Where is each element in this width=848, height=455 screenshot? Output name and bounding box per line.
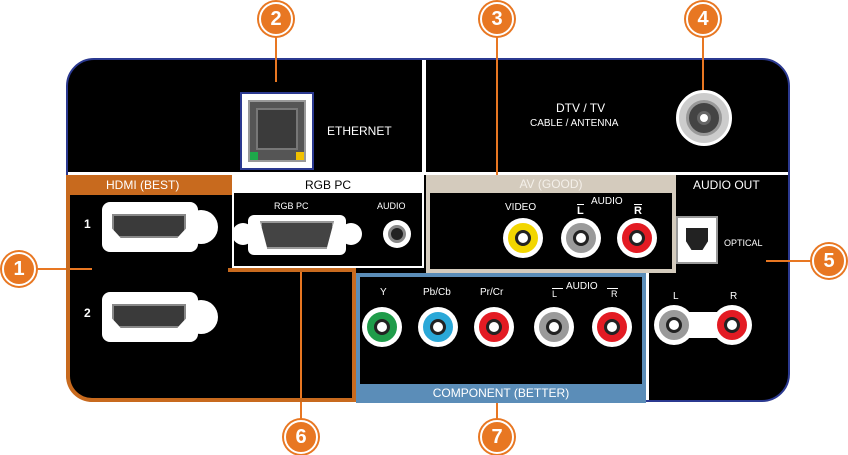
callout-line-3 (496, 32, 498, 180)
rca-jack-icon[interactable] (362, 307, 402, 347)
rgb-audio-label: AUDIO (377, 201, 406, 211)
vga-port-icon[interactable] (232, 213, 362, 257)
component-header: COMPONENT (BETTER) (356, 386, 646, 400)
rca-jack-icon[interactable] (503, 218, 543, 258)
comp-r-label: R (607, 288, 618, 299)
rca-jack-icon[interactable] (561, 218, 601, 258)
audio-out-r-label: R (730, 291, 737, 302)
callout-7: 7 (480, 420, 514, 454)
cable-antenna-label: CABLE / ANTENNA (530, 118, 618, 129)
divider-audio-out-left (646, 272, 649, 400)
callout-line-7 (496, 400, 498, 420)
hdmi-header: HDMI (BEST) (106, 178, 179, 192)
rca-jack-icon[interactable] (534, 307, 574, 347)
comp-y-label: Y (380, 287, 387, 298)
rca-jack-icon[interactable] (418, 307, 458, 347)
comp-pr-label: Pr/Cr (480, 287, 503, 298)
comp-audio-label: AUDIO (566, 281, 598, 292)
hdmi-port-icon (112, 214, 186, 238)
callout-line-5 (766, 260, 814, 262)
audio-out-header: AUDIO OUT (693, 178, 760, 192)
callout-2: 2 (259, 2, 293, 36)
rca-jack-icon[interactable] (592, 307, 632, 347)
callout-1: 1 (2, 252, 36, 286)
optical-label: OPTICAL (724, 238, 763, 248)
av-video-label: VIDEO (505, 202, 536, 213)
coax-connector-icon[interactable] (676, 90, 732, 146)
rca-jack-icon[interactable] (617, 218, 657, 258)
hdmi-port-icon (112, 304, 186, 328)
comp-l-label: L (552, 288, 563, 299)
divider-top-vertical (422, 60, 426, 172)
rgb-pc-header: RGB PC (234, 178, 422, 192)
av-header: AV (GOOD) (426, 177, 676, 191)
rca-jack-icon[interactable] (474, 307, 514, 347)
optical-port-icon[interactable] (676, 216, 718, 264)
comp-pb-label: Pb/Cb (423, 287, 451, 298)
av-audio-label: AUDIO (591, 196, 623, 207)
av-r-label: R (634, 204, 642, 217)
rca-jack-icon[interactable] (712, 305, 752, 345)
audio-out-l-label: L (673, 291, 679, 302)
hdmi-port-2[interactable] (102, 292, 198, 342)
callout-line-2 (275, 32, 277, 82)
ethernet-label: ETHERNET (327, 124, 392, 138)
hdmi-2-label: 2 (84, 306, 91, 320)
dtv-tv-label: DTV / TV (556, 101, 605, 115)
rca-jack-icon[interactable] (654, 305, 694, 345)
callout-5: 5 (812, 244, 846, 278)
hdmi-1-label: 1 (84, 217, 91, 231)
rgb-pc-port-label: RGB PC (274, 201, 309, 211)
callout-line-4 (702, 32, 704, 98)
rgb-frame-bottom (228, 268, 356, 272)
callout-3: 3 (480, 2, 514, 36)
ethernet-port-icon[interactable] (240, 92, 314, 170)
av-l-label: L (577, 204, 584, 217)
hdmi-port-1[interactable] (102, 202, 198, 252)
callout-6: 6 (284, 420, 318, 454)
callout-4: 4 (686, 2, 720, 36)
rgb-audio-jack[interactable] (383, 220, 411, 248)
